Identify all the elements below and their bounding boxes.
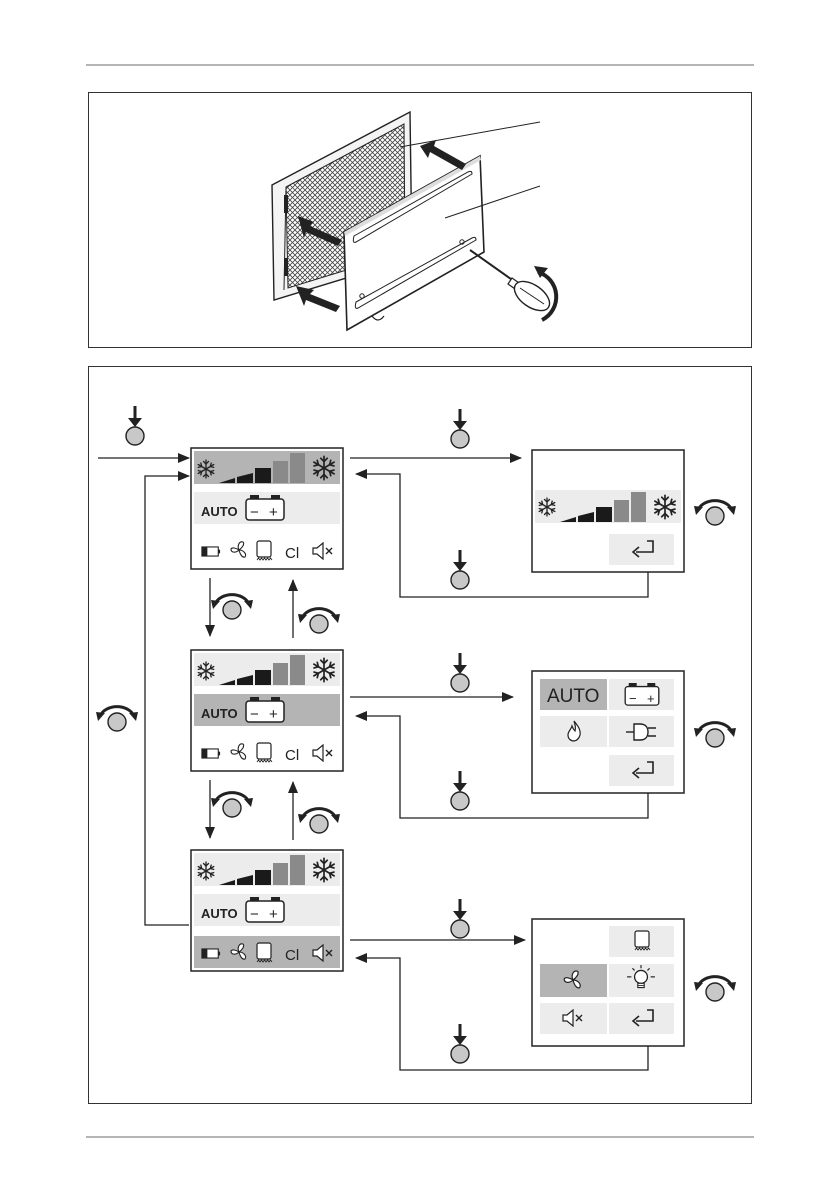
push-knob-icon xyxy=(451,899,469,938)
return-button[interactable] xyxy=(609,1003,674,1034)
door-heater-icon xyxy=(257,743,272,762)
rotate-knob-icon xyxy=(694,977,736,1001)
push-knob-icon xyxy=(451,550,469,589)
submenu-functions xyxy=(532,919,684,1046)
battery-icon xyxy=(202,749,220,758)
rotate-knob-icon xyxy=(211,793,253,817)
door-heater-icon xyxy=(257,943,272,962)
energy-auto-label: AUTO xyxy=(547,686,599,707)
rotate-knob-icon xyxy=(298,609,340,633)
rotate-knob-icon xyxy=(211,595,253,619)
battery-plus: + xyxy=(647,691,655,706)
battery-icon xyxy=(202,949,220,958)
rotate-knob-icon xyxy=(298,809,340,833)
cl-label: Cl xyxy=(285,545,299,562)
door-heater-icon xyxy=(257,541,272,560)
battery-minus: − xyxy=(250,504,259,521)
battery-minus: − xyxy=(629,691,637,706)
push-knob-icon xyxy=(451,1024,469,1063)
battery-plus: + xyxy=(269,504,278,521)
battery-plus: + xyxy=(269,906,278,923)
push-knob-icon xyxy=(451,409,469,448)
battery-minus: − xyxy=(250,706,259,723)
push-knob-icon xyxy=(126,406,144,445)
submenu-temperature xyxy=(532,450,684,572)
cl-label: Cl xyxy=(285,747,299,764)
main-display-temperature-selected: AUTO − + Cl xyxy=(191,448,343,569)
push-knob-icon xyxy=(451,653,469,692)
cl-label: Cl xyxy=(285,947,299,964)
return-button[interactable] xyxy=(609,755,674,786)
arrow-loop-back xyxy=(145,476,189,925)
push-knob-icon xyxy=(451,771,469,810)
auto-label: AUTO xyxy=(201,504,238,519)
battery-plus: + xyxy=(269,706,278,723)
battery-icon xyxy=(202,547,220,556)
battery-minus: − xyxy=(250,906,259,923)
main-display-functions-selected: AUTO − + Cl xyxy=(191,850,343,971)
submenu-energy: AUTO − + xyxy=(532,671,684,793)
return-button[interactable] xyxy=(609,534,674,565)
rotate-knob-icon xyxy=(694,723,736,747)
door-heater-icon xyxy=(635,931,650,950)
rotate-knob-icon xyxy=(96,707,138,731)
main-display-energy-selected: AUTO − + Cl xyxy=(191,650,343,771)
auto-label: AUTO xyxy=(201,706,238,721)
rotate-knob-icon xyxy=(694,501,736,525)
auto-label: AUTO xyxy=(201,906,238,921)
